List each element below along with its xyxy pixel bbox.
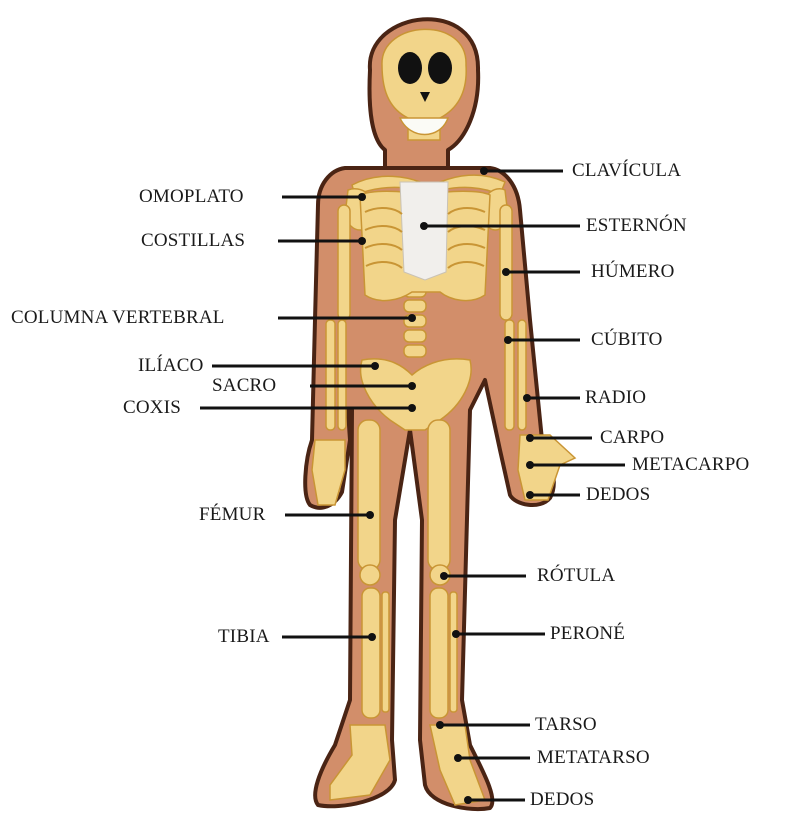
label-clavicula: CLAVÍCULA <box>572 160 681 182</box>
label-perone: PERONÉ <box>550 623 625 645</box>
label-tarso: TARSO <box>535 714 597 736</box>
label-carpo: CARPO <box>600 427 664 449</box>
label-sacro: SACRO <box>212 375 276 397</box>
label-rotula: RÓTULA <box>537 565 615 587</box>
label-esternon: ESTERNÓN <box>586 215 687 237</box>
label-metacarpo: METACARPO <box>632 454 749 476</box>
label-columna-vertebral: COLUMNA VERTEBRAL <box>11 307 225 329</box>
label-radio: RADIO <box>585 387 646 409</box>
label-humero: HÚMERO <box>591 261 675 283</box>
label-tibia: TIBIA <box>218 626 270 648</box>
rib-cage <box>360 182 490 301</box>
label-dedos-mano: DEDOS <box>586 484 650 506</box>
label-coxis: COXIS <box>123 397 181 419</box>
label-femur: FÉMUR <box>199 504 265 526</box>
label-omoplato: OMOPLATO <box>139 186 244 208</box>
label-cubito: CÚBITO <box>591 329 663 351</box>
label-dedos-pie: DEDOS <box>530 789 594 811</box>
label-costillas: COSTILLAS <box>141 230 245 252</box>
label-metatarso: METATARSO <box>537 747 650 769</box>
label-iliaco: ILÍACO <box>138 355 204 377</box>
